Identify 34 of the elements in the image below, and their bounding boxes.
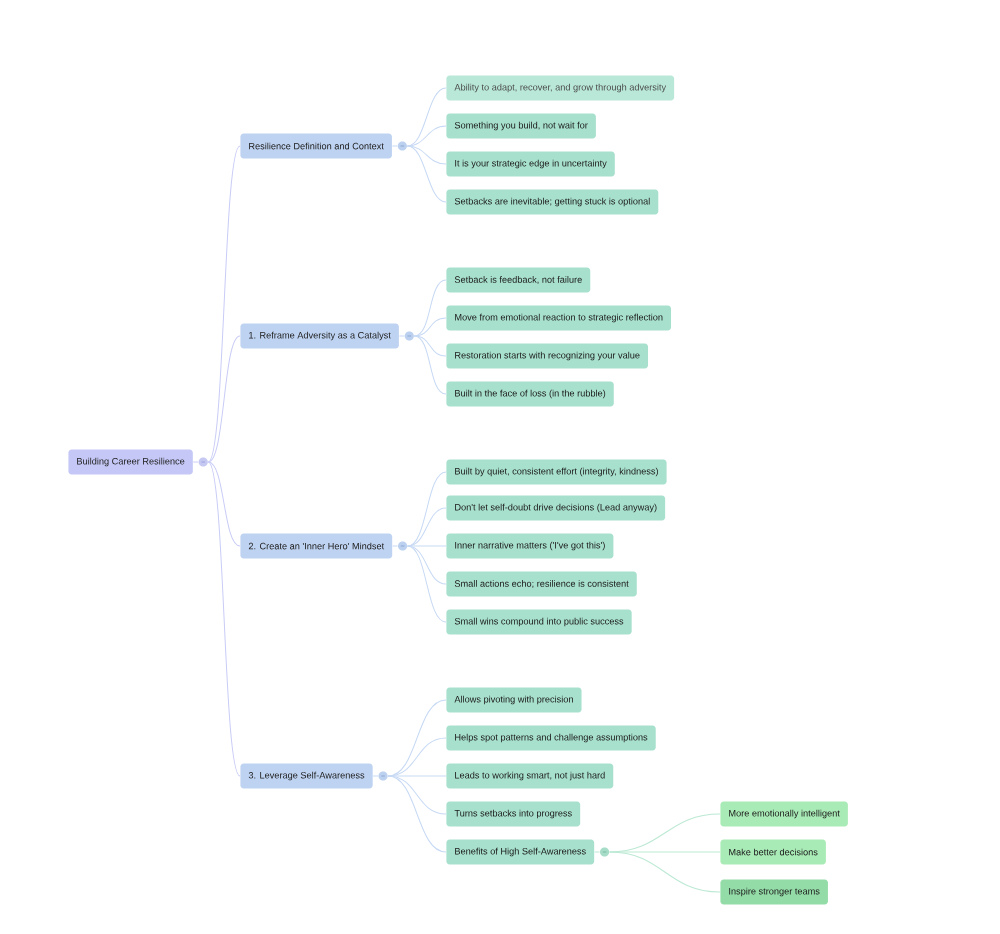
connector-line (387, 775, 447, 815)
connector-line (207, 335, 241, 463)
connector-line (407, 545, 447, 585)
collapse-toggle (378, 771, 388, 781)
connector-line (407, 471, 447, 547)
collapse-toggle (397, 141, 407, 151)
collapse-toggle (398, 541, 408, 551)
collapse-toggle (198, 457, 208, 467)
connector-line (391, 145, 398, 147)
connector-line (594, 851, 601, 853)
connector-line (207, 461, 241, 547)
connector-line (609, 851, 721, 893)
connector-line (372, 775, 379, 777)
connector-line (406, 145, 447, 203)
connector-line (407, 545, 447, 547)
connector-line (413, 279, 447, 337)
connector-line (609, 851, 721, 853)
connector-line (406, 145, 447, 165)
collapse-toggle (404, 331, 414, 341)
connector-line (207, 461, 241, 777)
collapse-toggle (600, 847, 610, 857)
connector-line (406, 87, 447, 147)
connector-line (407, 545, 447, 623)
connector-line (406, 125, 447, 147)
connector-line (398, 335, 405, 337)
connector-line (392, 545, 399, 547)
connector-line (413, 335, 447, 395)
connector-line (413, 335, 447, 357)
connector-line (387, 699, 447, 777)
connector-line (413, 317, 447, 337)
connector-line (407, 507, 447, 547)
connector-line (387, 775, 447, 853)
connector-line (207, 145, 241, 463)
connector-line (192, 461, 199, 463)
